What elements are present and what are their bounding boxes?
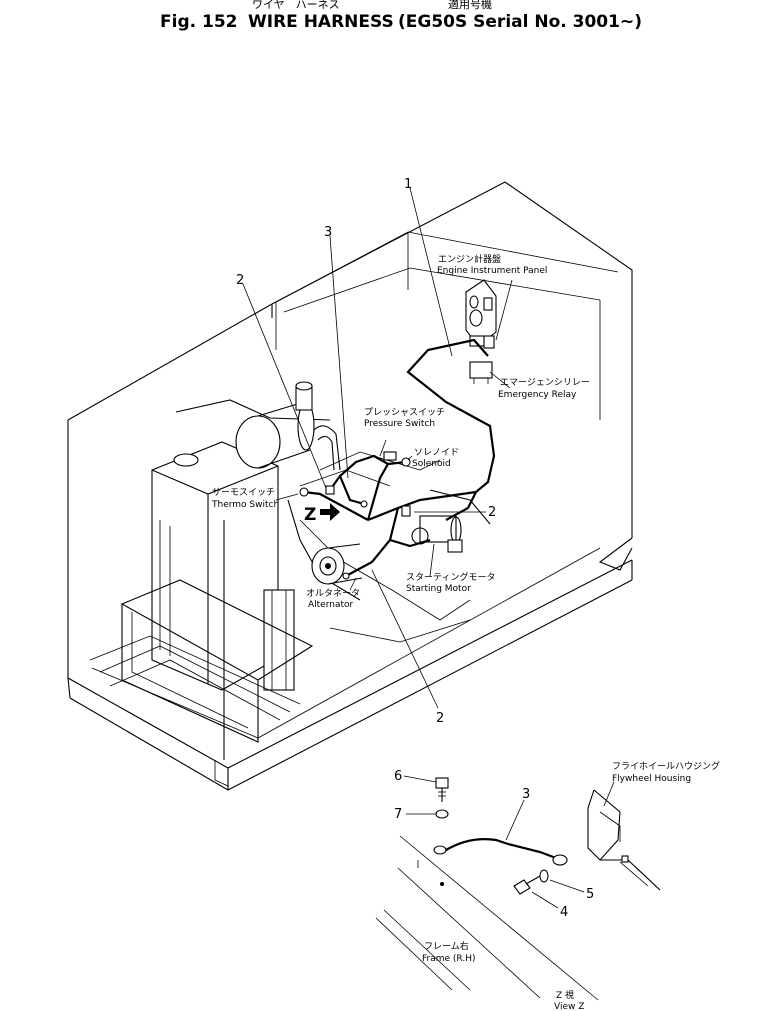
callout-2-right: 2: [488, 505, 496, 520]
frame-label-jp: フレーム右: [424, 940, 469, 952]
callout-6: 6: [394, 769, 402, 784]
z-marker: Z: [304, 505, 316, 525]
frame-label: Frame (R.H): [422, 954, 476, 964]
callout-5: 5: [586, 887, 594, 902]
title-applicable-jp: 適用号機: [448, 0, 492, 11]
alternator-label: Alternator: [308, 600, 354, 610]
radiator: [151, 441, 295, 691]
callout-3-top: 3: [324, 225, 332, 240]
solenoid-label-jp: ソレノイド: [414, 448, 459, 458]
view-z-detail: [375, 775, 661, 1001]
leader-lines: [242, 187, 513, 709]
engine-panel-label-jp: エンジン計器盤: [438, 253, 501, 265]
thermo-switch-label: Thermo Switch: [211, 500, 279, 510]
solenoid-label: Solenoid: [412, 459, 451, 469]
pressure-switch-label: Pressure Switch: [364, 419, 435, 429]
alternator: [311, 543, 363, 585]
pressure-switch-label-jp: プレッシャスイッチ: [364, 407, 445, 418]
callout-3-viewz: 3: [522, 787, 530, 802]
starting-motor-label: Starting Motor: [406, 584, 471, 594]
callout-2-bottom: 2: [436, 711, 444, 726]
engine-instrument-panel: [465, 279, 497, 349]
callout-1: 1: [404, 177, 412, 192]
callout-2-left: 2: [236, 273, 244, 288]
view-label-jp: Z 視: [556, 989, 574, 1001]
emergency-relay-label: Emergency Relay: [498, 390, 577, 400]
callout-7: 7: [394, 807, 402, 822]
title-jp: ワイヤ ハーネス: [252, 0, 340, 11]
emergency-relay-label-jp: エマージェンシリレー: [500, 378, 590, 388]
alternator-label-jp: オルタネータ: [306, 588, 360, 599]
view-z-arrow: Z: [304, 503, 340, 525]
engine-panel-label: Engine Instrument Panel: [437, 266, 547, 276]
battery-tray: [89, 520, 314, 760]
starting-motor-label-jp: スターティングモータ: [406, 571, 495, 583]
engine-block: [175, 381, 491, 643]
figure-number: Fig. 152: [160, 12, 237, 32]
wire-harness: [299, 338, 496, 580]
thermo-switch-label-jp: サーモスイッチ: [212, 487, 275, 498]
starting-motor: [411, 515, 463, 553]
callout-4: 4: [560, 905, 568, 920]
flywheel-label-jp: フライホイールハウジング: [612, 760, 720, 772]
serial-range: (EG50S Serial No. 3001~): [398, 12, 642, 32]
flywheel-label: Flywheel Housing: [612, 774, 691, 784]
figure-title: WIRE HARNESS: [248, 12, 394, 32]
view-label: View Z: [554, 1002, 584, 1011]
emergency-relay: [469, 361, 493, 384]
